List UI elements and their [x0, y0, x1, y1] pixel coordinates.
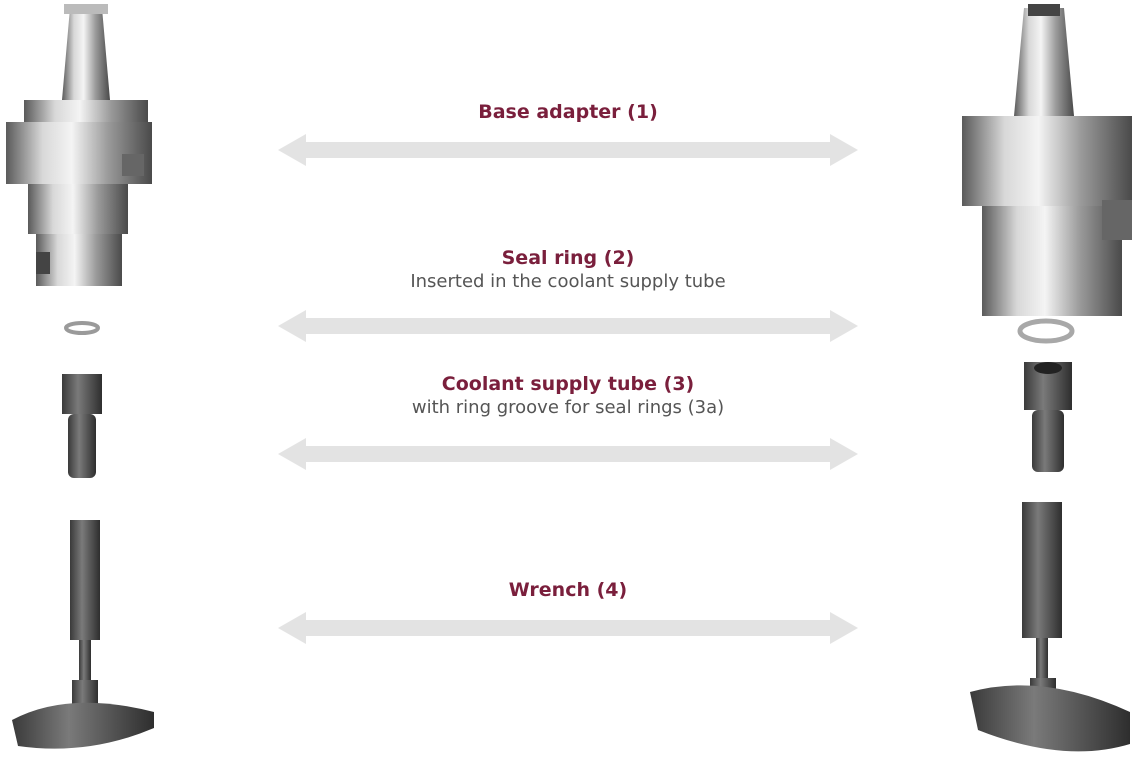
label-base-adapter: Base adapter (1)	[268, 100, 868, 124]
wrench-right-icon	[970, 502, 1130, 752]
label-coolant-tube: Coolant supply tube (3) with ring groove…	[268, 372, 868, 420]
seal-ring-right-icon	[1017, 318, 1075, 344]
seal-ring-title: Seal ring (2)	[501, 247, 635, 269]
seal-ring-left-icon	[64, 321, 100, 335]
double-arrow-2	[278, 310, 858, 342]
double-arrow-1	[278, 134, 858, 166]
coolant-tube-left-icon	[62, 374, 102, 478]
wrench-left-icon	[12, 520, 154, 749]
coolant-tube-right-icon	[1024, 362, 1072, 472]
base-adapter-left-icon	[6, 4, 152, 286]
wrench-title: Wrench (4)	[508, 579, 628, 601]
base-adapter-title: Base adapter (1)	[478, 101, 658, 123]
coolant-tube-subtitle: with ring groove for seal rings (3a)	[411, 397, 725, 418]
coolant-tube-title: Coolant supply tube (3)	[441, 373, 695, 395]
double-arrow-4	[278, 612, 858, 644]
seal-ring-subtitle: Inserted in the coolant supply tube	[410, 271, 726, 292]
label-wrench: Wrench (4)	[268, 578, 868, 602]
label-seal-ring: Seal ring (2) Inserted in the coolant su…	[268, 246, 868, 294]
base-adapter-right-icon	[962, 4, 1132, 316]
double-arrow-3	[278, 438, 858, 470]
